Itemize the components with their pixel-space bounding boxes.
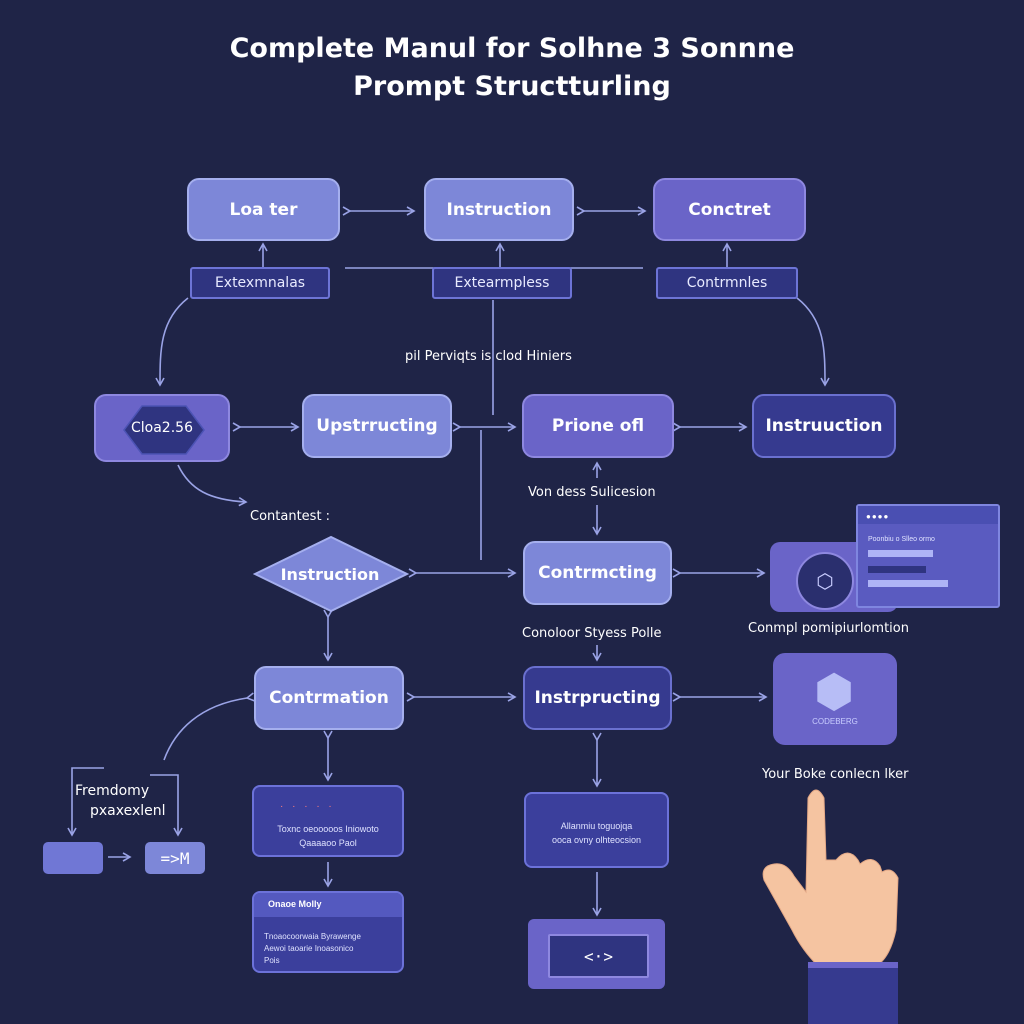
node-instrpructing[interactable]: Instrpructing	[523, 666, 672, 730]
code-icon: <·>	[548, 934, 649, 978]
card-left-bottom[interactable]: Onaoe Molly Tnoaocoorwaia Byrawenge Aewo…	[252, 891, 404, 973]
node-hexagon-container[interactable]: Cloa2.56	[94, 394, 230, 462]
card-left-mid[interactable]: · · · · · Toxnc oeooooos Iniowoto Qaaaao…	[252, 785, 404, 857]
label-pxaxexlenl: pxaxexlenl	[90, 803, 166, 819]
window-header-text: Poonbiu o Slleo ormo	[868, 536, 935, 543]
window-bar-1	[868, 550, 933, 557]
card-left-bottom-body: Tnoaocoorwaia Byrawenge Aewoi taoarie In…	[264, 931, 361, 967]
card-center-mid[interactable]: Allanmiu toguojqa ooca ovny olhteocsion	[524, 792, 669, 868]
card-left-bottom-line3: Pois	[264, 956, 280, 965]
card-left-mid-line2: Qaaaaoo Paol	[299, 838, 357, 848]
label-compl: Conmpl pomipiurlomtion	[748, 621, 909, 636]
card-code[interactable]: <·>	[528, 919, 665, 989]
badge-caption: CODEBERG	[812, 717, 858, 726]
title-line-2: Prompt Structturling	[353, 71, 671, 102]
tag-extearmpless[interactable]: Extearmpless	[432, 267, 572, 299]
small-node-arrow[interactable]: =>M	[145, 842, 205, 874]
title-line-1: Complete Manul for Solhne 3 Sonnne	[229, 33, 795, 64]
window-titlebar	[858, 506, 998, 524]
tag-extexmnalas[interactable]: Extexmnalas	[190, 267, 330, 299]
node-conctret[interactable]: Conctret	[653, 178, 806, 241]
edge-curve-left	[155, 297, 189, 387]
card-left-mid-line1: Toxnc oeooooos Iniowoto	[277, 824, 379, 834]
small-node-blank[interactable]	[43, 842, 103, 874]
window-bar-2	[868, 566, 926, 573]
card-left-bottom-header	[254, 893, 402, 917]
node-prione[interactable]: Prione ofl	[522, 394, 674, 458]
window-illustration[interactable]: ⬡ ●●●● Poonbiu o Slleo ormo	[770, 502, 1000, 614]
node-contrmation[interactable]: Contrmation	[254, 666, 404, 730]
label-fremdomy: Fremdomy	[75, 783, 150, 799]
window-dots: ●●●●	[866, 512, 890, 521]
node-instruction-top[interactable]: Instruction	[424, 178, 574, 241]
edge-fremdomy-left	[67, 767, 104, 837]
label-under-prione: Von dess Sulicesion	[528, 485, 656, 500]
hexagon-logo-icon: ⬢	[813, 665, 855, 717]
label-top-center: pil Perviqts is clod Hiniers	[405, 349, 572, 364]
tag-contrmnles[interactable]: Contrmnles	[656, 267, 798, 299]
card-left-bottom-line2: Aewoi taoarie Inoasonico	[264, 944, 354, 953]
label-conoloor: Conoloor Styess Polle	[522, 626, 662, 641]
node-upstructing[interactable]: Upstrructing	[302, 394, 452, 458]
node-contrmcting[interactable]: Contrmcting	[523, 541, 672, 605]
card-left-bottom-line1: Tnoaocoorwaia Byrawenge	[264, 932, 361, 941]
node-diamond-instruction[interactable]: Instruction	[280, 564, 380, 584]
card-center-mid-line2: ooca ovny olhteocsion	[551, 835, 642, 845]
pointing-hand-icon	[762, 789, 899, 1024]
edge-curve-right	[796, 297, 830, 387]
node-loater[interactable]: Loa ter	[187, 178, 340, 241]
edge-curve-contrmation-left	[163, 692, 255, 761]
window-bar-3	[868, 580, 948, 587]
card-left-bottom-title: Onaoe Molly	[268, 899, 322, 909]
hexagon-shape	[123, 405, 205, 455]
node-diamond-shape	[253, 535, 409, 613]
target-icon: ⬡	[796, 552, 854, 610]
label-contantest: Contantest :	[250, 509, 331, 524]
label-your-boke: Your Boke conlecn lker	[762, 767, 909, 782]
edge-curve-hex-down	[177, 464, 248, 507]
hexagon-label: Cloa2.56	[131, 420, 193, 436]
card-dots: · · · · ·	[280, 801, 335, 812]
badge-card[interactable]: ⬢ CODEBERG	[773, 653, 897, 745]
page-title: Complete Manul for Solhne 3 Sonnne Promp…	[0, 30, 1024, 106]
card-center-mid-line1: Allanmiu toguojqa	[560, 821, 633, 831]
window-front-panel: ●●●● Poonbiu o Slleo ormo	[856, 504, 1000, 608]
node-instruuction[interactable]: Instruuction	[752, 394, 896, 458]
edge-fremdomy-right	[150, 774, 183, 837]
